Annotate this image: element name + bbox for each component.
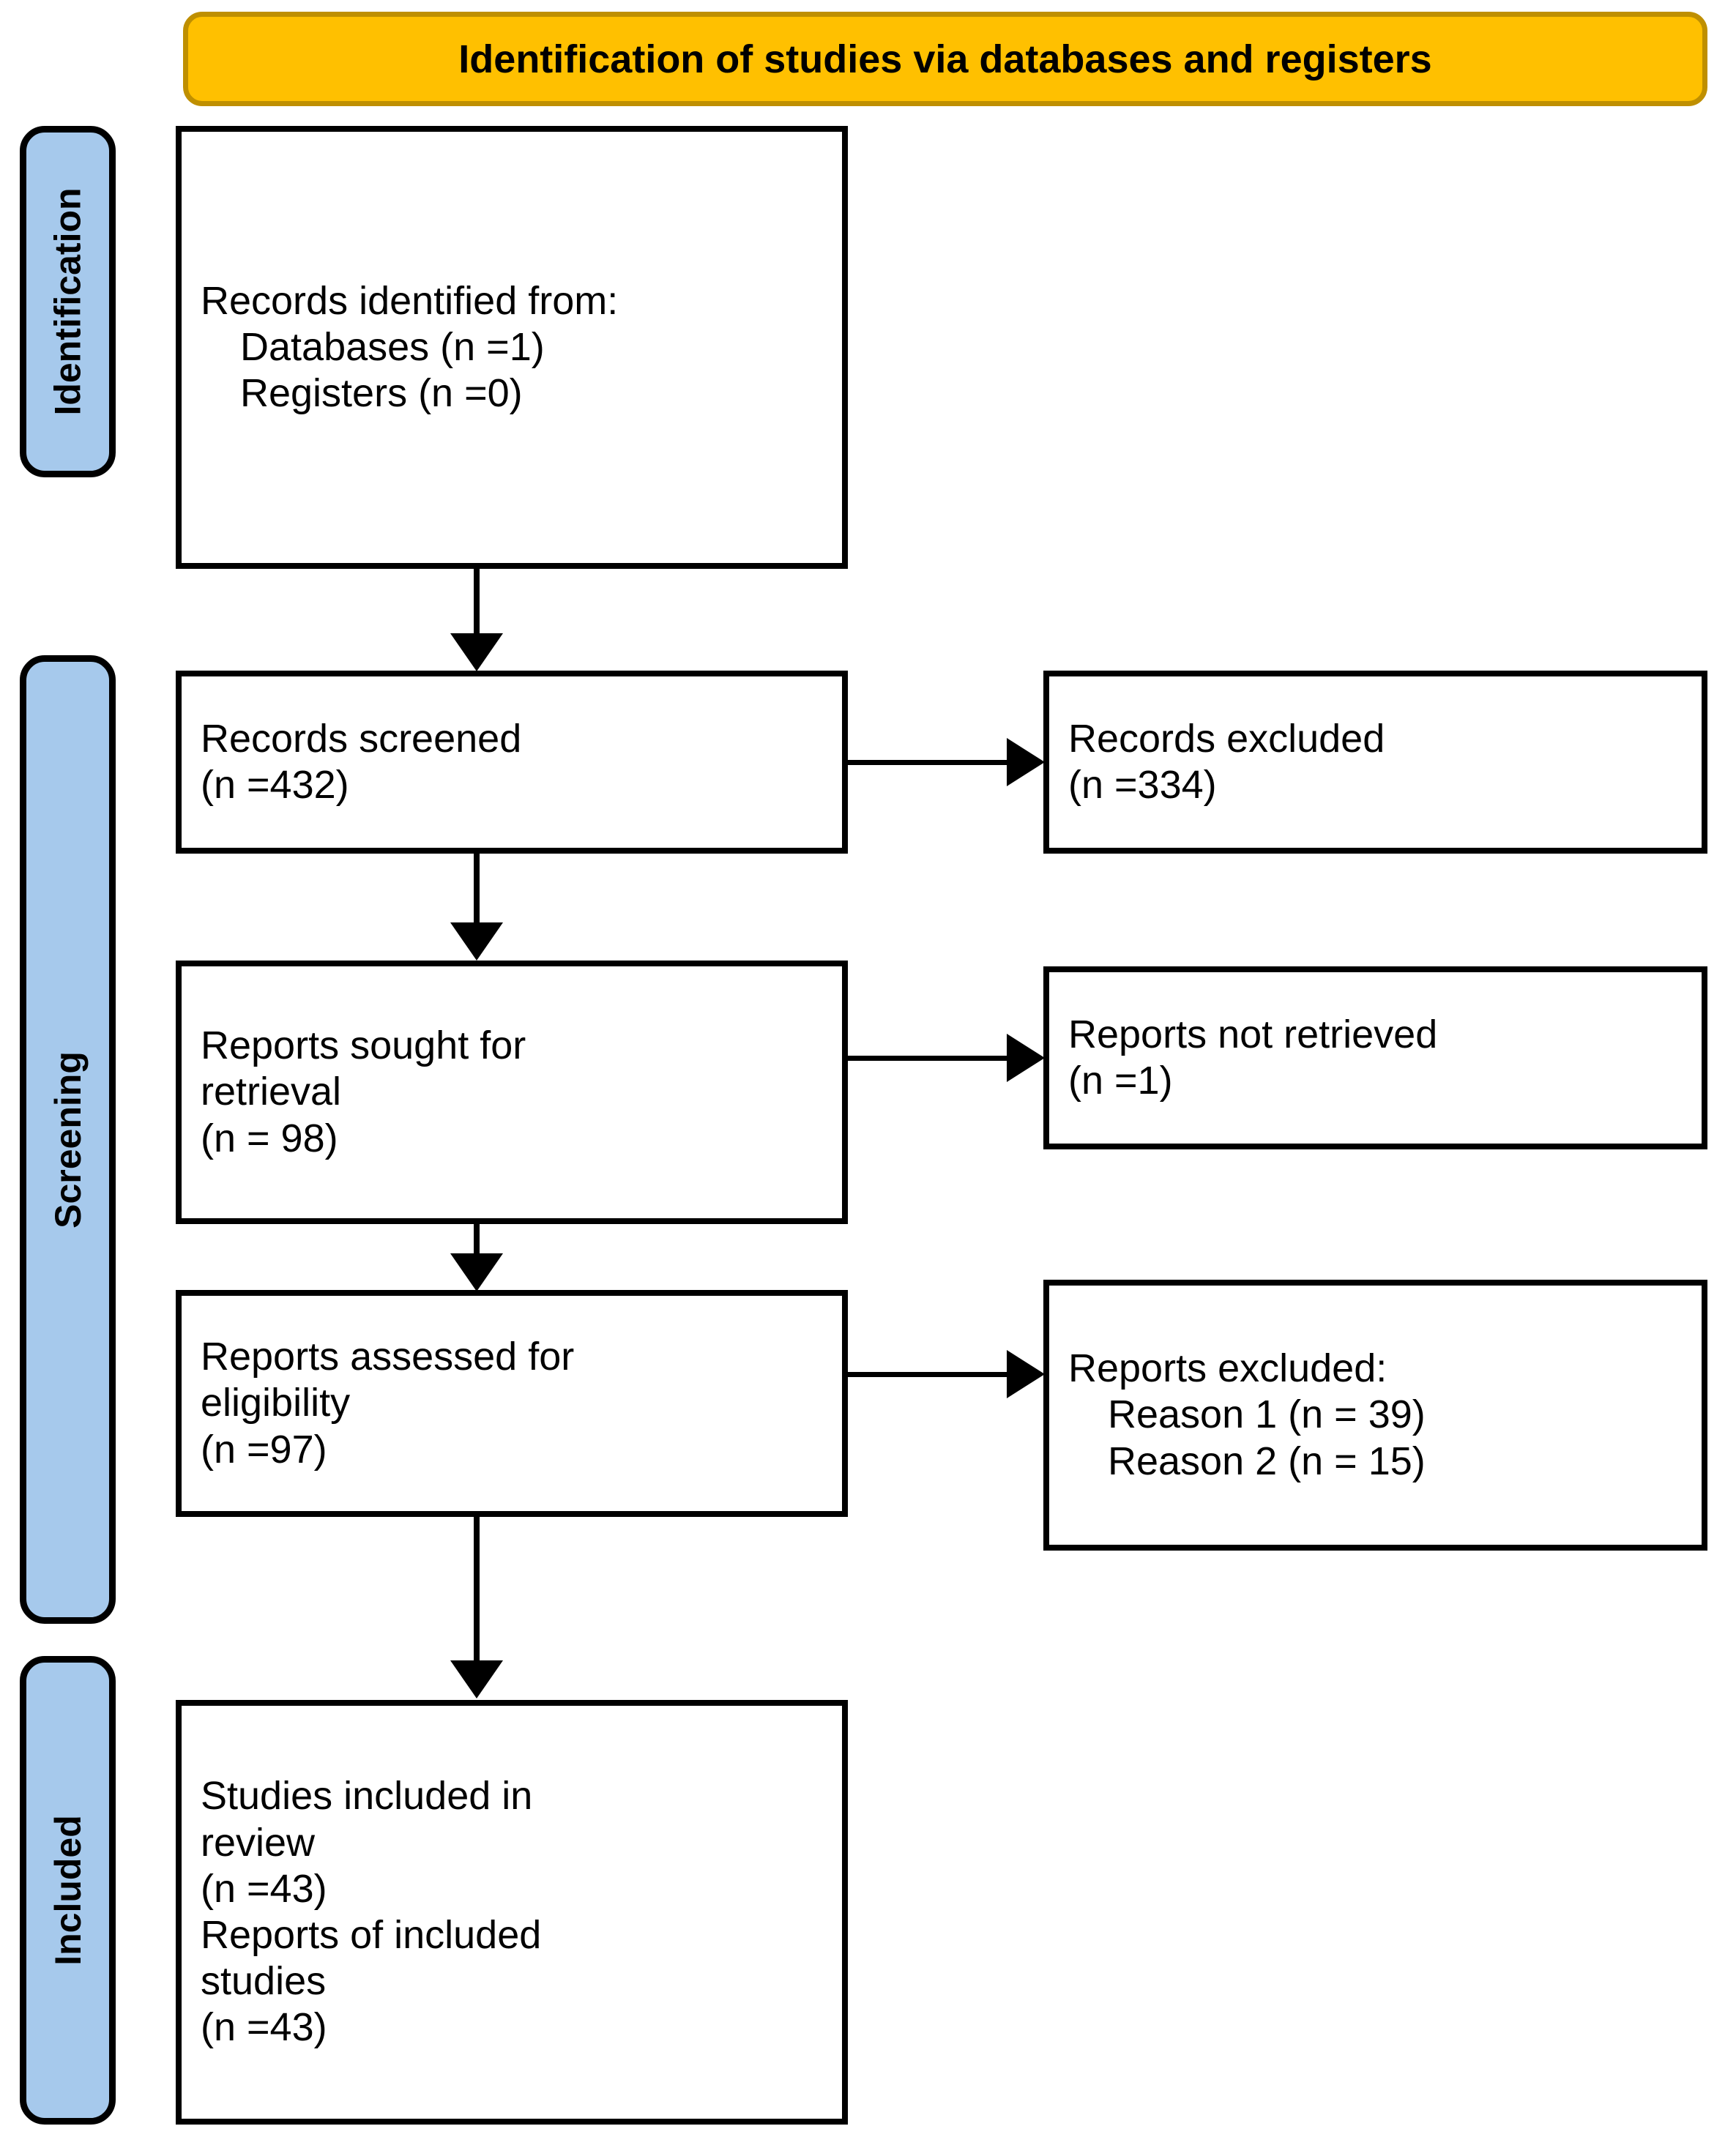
connector-sought-to-assessed-line — [474, 1224, 480, 1259]
stage-label-included: Included — [20, 1656, 116, 2125]
phase-banner-title: Identification of studies via databases … — [458, 37, 1432, 81]
box-studies-included-line-1: Studies included in — [201, 1774, 533, 1819]
box-studies-included-line-2: review — [201, 1820, 316, 1865]
box-studies-included: Studies included in review (n =43) Repor… — [176, 1700, 848, 2125]
stage-label-identification: Identification — [20, 126, 116, 477]
connector-sought-to-assessed-arrow-icon — [450, 1253, 503, 1291]
box-studies-included-line-5: studies — [201, 1959, 327, 2004]
box-reports-excluded-line-1: Reports excluded: — [1068, 1346, 1387, 1391]
stage-label-screening: Screening — [20, 655, 116, 1624]
stage-label-screening-text: Screening — [47, 1051, 89, 1228]
connector-identified-to-screened-line — [474, 569, 480, 636]
box-studies-included-line-4: Reports of included — [201, 1913, 542, 1957]
box-reports-not-retrieved-line-2: (n =1) — [1068, 1059, 1173, 1103]
box-reports-excluded-line-3: Reason 2 (n = 15) — [1108, 1439, 1426, 1483]
phase-banner-identification: Identification of studies via databases … — [183, 12, 1707, 106]
connector-identified-to-screened-arrow-icon — [450, 633, 503, 671]
connector-screened-to-excluded-line — [848, 760, 1018, 765]
stage-label-included-text: Included — [47, 1815, 89, 1966]
box-reports-assessed-line-2: eligibility — [201, 1381, 351, 1425]
stage-label-identification-text: Identification — [47, 187, 89, 416]
box-records-screened-line-2: (n =432) — [201, 763, 349, 807]
box-studies-included-line-6: (n =43) — [201, 2005, 327, 2050]
box-records-excluded: Records excluded (n =334) — [1043, 671, 1707, 854]
box-records-excluded-line-2: (n =334) — [1068, 763, 1217, 807]
connector-assessed-to-excluded-arrow-icon — [1007, 1350, 1045, 1398]
box-reports-sought-line-3: (n = 98) — [201, 1116, 338, 1160]
box-records-screened-line-1: Records screened — [201, 716, 522, 761]
box-reports-not-retrieved-line-1: Reports not retrieved — [1068, 1012, 1438, 1056]
box-records-identified-line-3: Registers (n =0) — [240, 371, 523, 416]
box-records-screened: Records screened (n =432) — [176, 671, 848, 854]
box-reports-assessed: Reports assessed for eligibility (n =97) — [176, 1290, 848, 1517]
box-reports-not-retrieved: Reports not retrieved (n =1) — [1043, 966, 1707, 1149]
box-reports-assessed-line-3: (n =97) — [201, 1427, 327, 1472]
box-records-excluded-line-1: Records excluded — [1068, 716, 1385, 761]
connector-assessed-to-included-arrow-icon — [450, 1660, 503, 1698]
connector-screened-to-excluded-arrow-icon — [1007, 738, 1045, 786]
connector-assessed-to-excluded-line — [848, 1372, 1018, 1377]
connector-assessed-to-included-line — [474, 1517, 480, 1663]
box-reports-sought-line-2: retrieval — [201, 1070, 342, 1114]
box-reports-assessed-line-1: Reports assessed for — [201, 1335, 575, 1379]
connector-screened-to-sought-line — [474, 854, 480, 925]
box-studies-included-line-3: (n =43) — [201, 1866, 327, 1911]
box-records-identified-line-1: Records identified from: — [201, 278, 619, 323]
box-reports-sought: Reports sought for retrieval (n = 98) — [176, 961, 848, 1224]
box-records-identified: Records identified from: Databases (n =1… — [176, 126, 848, 569]
box-reports-excluded: Reports excluded: Reason 1 (n = 39) Reas… — [1043, 1280, 1707, 1551]
box-records-identified-line-2: Databases (n =1) — [240, 324, 545, 369]
connector-sought-to-not-retrieved-arrow-icon — [1007, 1034, 1045, 1082]
box-reports-sought-line-1: Reports sought for — [201, 1023, 526, 1068]
box-reports-excluded-line-2: Reason 1 (n = 39) — [1108, 1392, 1426, 1437]
connector-screened-to-sought-arrow-icon — [450, 922, 503, 961]
connector-sought-to-not-retrieved-line — [848, 1056, 1018, 1061]
